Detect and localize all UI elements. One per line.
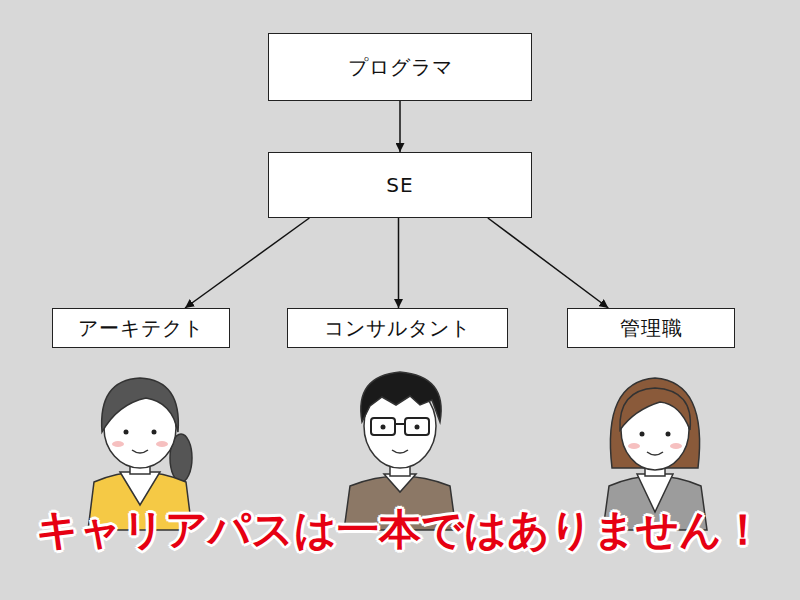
node-label: アーキテクト	[78, 315, 204, 342]
node-label: 管理職	[620, 315, 683, 342]
arrow-connector	[399, 101, 401, 152]
career-box: 管理職	[567, 308, 735, 348]
se-box: SE	[268, 152, 532, 218]
career-box: アーキテクト	[52, 308, 230, 348]
node-label: コンサルタント	[324, 315, 471, 342]
node-label: プログラマ	[348, 54, 453, 81]
career-box: コンサルタント	[287, 308, 508, 348]
node-label: SE	[386, 173, 413, 197]
headline-label: キャリアパスは一本ではありません！	[36, 502, 764, 558]
banner-holder: キャリアパスは一本ではありません！	[0, 502, 800, 558]
arrow-connector	[398, 218, 400, 308]
arrow-connector	[185, 218, 309, 308]
programmer-box: プログラマ	[268, 33, 532, 101]
arrow-connector	[488, 218, 608, 308]
